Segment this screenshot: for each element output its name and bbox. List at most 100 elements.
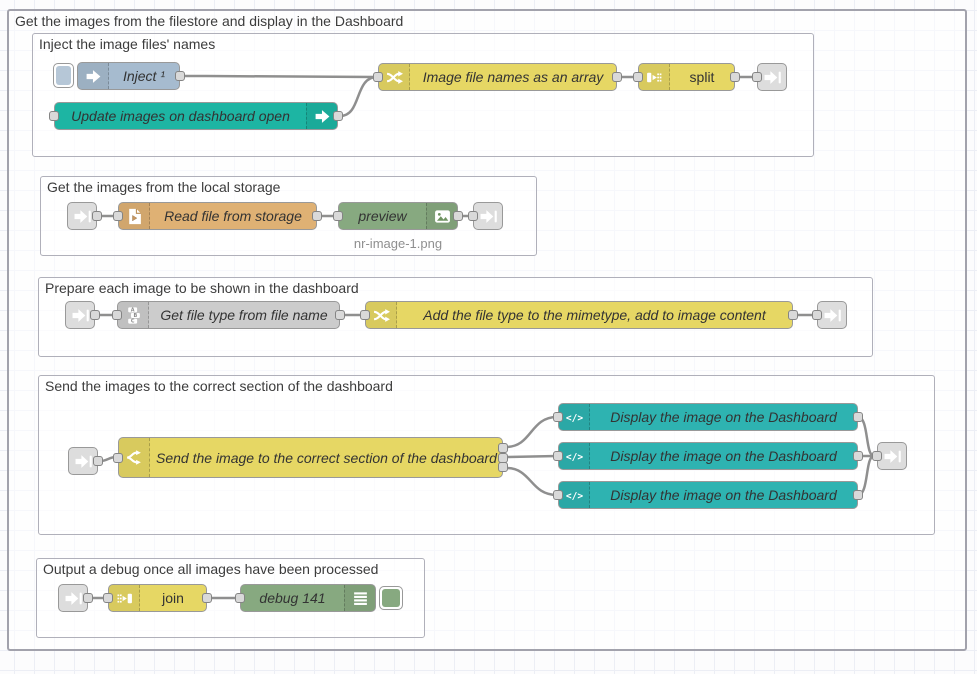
debug-toggle-face bbox=[382, 589, 400, 607]
node-link-out-1[interactable] bbox=[752, 63, 787, 91]
input-port[interactable] bbox=[752, 72, 762, 82]
output-port[interactable] bbox=[93, 456, 103, 466]
wire[interactable] bbox=[180, 74, 377, 79]
node-template-3[interactable]: Display the image on the Dashboard bbox=[553, 481, 863, 509]
node-get-file-type-label: Get file type from file name bbox=[160, 307, 328, 323]
code-icon bbox=[559, 404, 590, 430]
node-link-in-4[interactable] bbox=[58, 584, 93, 612]
link-out-icon bbox=[764, 69, 781, 86]
output-port[interactable] bbox=[312, 211, 322, 221]
node-template-3-label: Display the image on the Dashboard bbox=[610, 487, 837, 503]
input-port[interactable] bbox=[333, 211, 343, 221]
output-port[interactable] bbox=[853, 412, 863, 422]
node-link-in-2[interactable] bbox=[65, 301, 100, 329]
node-join-label: join bbox=[162, 590, 184, 606]
group-outer-label: Get the images from the filestore and di… bbox=[15, 13, 404, 29]
output-port[interactable] bbox=[202, 593, 212, 603]
output-port[interactable] bbox=[453, 211, 463, 221]
node-link-out-3[interactable] bbox=[812, 301, 847, 329]
output-port-2[interactable] bbox=[498, 452, 508, 463]
group-prepare-label: Prepare each image to be shown in the da… bbox=[45, 280, 359, 296]
inject-button[interactable] bbox=[53, 63, 74, 88]
node-preview-label: preview bbox=[358, 208, 407, 224]
node-function-filenames-label: Image file names as an array bbox=[422, 69, 604, 85]
inject-button-face bbox=[56, 66, 71, 85]
wire[interactable] bbox=[504, 415, 559, 449]
node-link-out-2[interactable] bbox=[468, 202, 503, 230]
input-port[interactable] bbox=[49, 111, 59, 121]
node-link-in-3[interactable] bbox=[68, 447, 103, 475]
input-port[interactable] bbox=[360, 310, 370, 320]
node-get-file-type[interactable]: Get file type from file name bbox=[112, 301, 345, 329]
node-function-filenames[interactable]: Image file names as an array bbox=[373, 63, 622, 91]
node-ui-control[interactable]: Update images on dashboard open bbox=[49, 102, 343, 130]
inject-arrow-icon bbox=[78, 63, 109, 89]
output-port[interactable] bbox=[335, 310, 345, 320]
node-debug[interactable]: debug 141 bbox=[235, 584, 376, 612]
link-out-icon bbox=[884, 448, 901, 465]
input-port[interactable] bbox=[553, 451, 563, 461]
group-storage-label: Get the images from the local storage bbox=[47, 179, 281, 195]
link-in-icon bbox=[75, 453, 92, 470]
node-ui-control-label: Update images on dashboard open bbox=[71, 108, 290, 124]
wire[interactable] bbox=[504, 466, 559, 497]
wire[interactable] bbox=[504, 454, 559, 459]
input-port[interactable] bbox=[553, 490, 563, 500]
node-template-2[interactable]: Display the image on the Dashboard bbox=[553, 442, 863, 470]
output-port-1[interactable] bbox=[498, 442, 508, 453]
function-shuffle-icon bbox=[379, 64, 410, 90]
output-port-3[interactable] bbox=[498, 462, 508, 473]
wire[interactable] bbox=[338, 75, 379, 118]
output-port[interactable] bbox=[333, 111, 343, 121]
node-template-1-label: Display the image on the Dashboard bbox=[610, 409, 837, 425]
function-shuffle-icon bbox=[366, 302, 397, 328]
input-port[interactable] bbox=[112, 310, 122, 320]
node-inject[interactable]: Inject ¹ bbox=[77, 62, 185, 90]
input-port[interactable] bbox=[553, 412, 563, 422]
node-switch-send-label: Send the image to the correct section of… bbox=[156, 449, 497, 466]
code-icon bbox=[559, 482, 590, 508]
link-out-icon bbox=[824, 307, 841, 324]
node-join[interactable]: join bbox=[103, 584, 212, 612]
link-out-icon bbox=[480, 208, 497, 225]
input-port[interactable] bbox=[373, 72, 383, 82]
group-inject[interactable]: Inject the image files' names bbox=[32, 33, 814, 157]
output-port[interactable] bbox=[92, 211, 102, 221]
output-port[interactable] bbox=[175, 71, 185, 81]
file-in-icon bbox=[119, 203, 150, 229]
node-template-2-label: Display the image on the Dashboard bbox=[610, 448, 837, 464]
abc-blocks-icon bbox=[118, 302, 149, 328]
node-link-in-1[interactable] bbox=[67, 202, 102, 230]
input-port[interactable] bbox=[468, 211, 478, 221]
input-port[interactable] bbox=[872, 451, 882, 461]
input-port[interactable] bbox=[633, 72, 643, 82]
node-inject-label: Inject ¹ bbox=[122, 68, 165, 84]
node-function-mimetype-label: Add the file type to the mimetype, add t… bbox=[423, 307, 766, 323]
ui-control-arrow-icon bbox=[306, 103, 337, 129]
output-port[interactable] bbox=[730, 72, 740, 82]
node-read-file[interactable]: Read file from storage bbox=[113, 202, 322, 230]
input-port[interactable] bbox=[113, 452, 123, 463]
input-port[interactable] bbox=[235, 593, 245, 603]
output-port[interactable] bbox=[90, 310, 100, 320]
output-port[interactable] bbox=[83, 593, 93, 603]
output-port[interactable] bbox=[612, 72, 622, 82]
input-port[interactable] bbox=[103, 593, 113, 603]
input-port[interactable] bbox=[113, 211, 123, 221]
input-port[interactable] bbox=[812, 310, 822, 320]
group-debug-label: Output a debug once all images have been… bbox=[43, 561, 379, 577]
node-link-out-4[interactable] bbox=[872, 442, 907, 470]
node-switch-send[interactable]: Send the image to the correct section of… bbox=[113, 437, 508, 478]
node-split[interactable]: split bbox=[633, 63, 740, 91]
node-template-1[interactable]: Display the image on the Dashboard bbox=[553, 403, 863, 431]
node-preview[interactable]: preview bbox=[333, 202, 463, 230]
link-in-icon bbox=[74, 208, 91, 225]
output-port[interactable] bbox=[788, 310, 798, 320]
debug-toggle-button[interactable] bbox=[379, 586, 403, 610]
link-in-icon bbox=[72, 307, 89, 324]
output-port[interactable] bbox=[853, 490, 863, 500]
split-icon bbox=[639, 64, 670, 90]
node-function-mimetype[interactable]: Add the file type to the mimetype, add t… bbox=[360, 301, 798, 329]
output-port[interactable] bbox=[853, 451, 863, 461]
